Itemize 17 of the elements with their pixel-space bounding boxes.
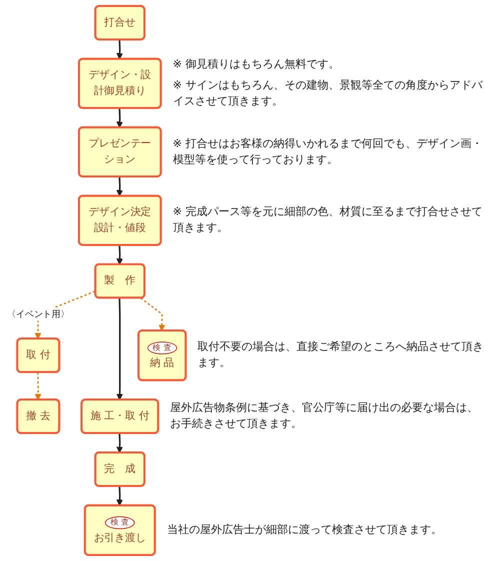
arrow [116,40,123,60]
note-text: 当社の屋外広告士が細部に渡って検査させて頂きます。 [166,522,443,538]
arrow [116,433,123,454]
arrow [34,372,42,400]
note-text: ※ サインはもちろん、その建物、景観等全ての角度からアドバイスさせて頂きます。 [172,78,484,110]
arrow [116,176,123,196]
arrow [116,486,123,506]
note-text: ※ 打合せはお客様の納得いかれるまで何回でも、デザイン画・模型等を使って行っております。 [172,136,484,168]
note-text: ※ 完成パース等を元に細部の色、材質に至るまで打合せさせて頂きます。 [172,204,484,236]
arrow [116,245,123,265]
note-text: ※ 御見積りはもちろん無料です。 [172,56,340,73]
edge-label: 〈イベント用〉 [6,308,70,320]
arrow [116,108,123,128]
arrow [116,298,123,400]
note-text: 屋外広告物条例に基づき、官公庁等に届け出の必要な場合は、お手続きさせて頂きます。 [170,400,480,432]
note-text: 取付不要の場合は、直接ご希望のところへ納品させて頂きます。 [198,339,485,372]
arrow [140,298,166,332]
